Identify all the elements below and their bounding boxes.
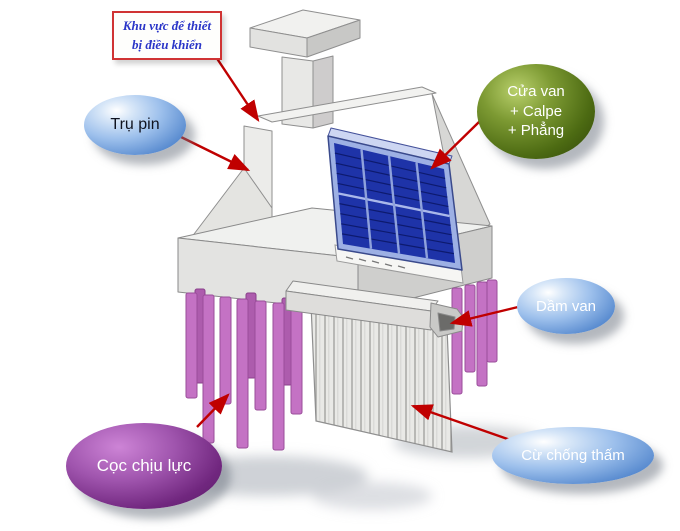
arrow-to-coc-chiu-luc: [196, 393, 230, 428]
cua-van-label-line1: Cửa van: [507, 83, 565, 101]
pile: [219, 296, 232, 405]
arrow-to-cua-van: [430, 120, 481, 170]
cua-van-label-line2: + Calpe: [509, 102, 563, 120]
pile: [290, 304, 303, 415]
piles-right: [451, 279, 498, 395]
pile: [236, 298, 249, 449]
sluice-gate: [327, 127, 463, 271]
coc-chiu-luc-label: Cọc chịu lực: [66, 423, 222, 509]
cua-van-label: Cửa van + Calpe + Phẳng: [477, 64, 595, 159]
control-area-label: Khu vực để thiết bị điều khiển: [112, 11, 222, 60]
ground-shadow: [168, 426, 543, 510]
cu-chong-tham-label: Cừ chống thấm: [492, 427, 654, 484]
tower-cap-right: [306, 19, 361, 58]
cua-van-label-line3: + Phẳng: [507, 122, 565, 140]
pile: [185, 292, 198, 399]
control-area-label-line1: Khu vực để thiết: [122, 17, 212, 33]
pile: [272, 302, 285, 451]
beam-front: [285, 290, 432, 331]
tower-stem-right: [312, 55, 334, 129]
gate-mullions: [360, 149, 429, 259]
pile: [486, 279, 498, 363]
cu-chong-tham-label-text: Cừ chống thấm: [521, 447, 625, 464]
arrow-to-tru-pin: [180, 135, 251, 172]
arrow-to-control-area: [213, 53, 260, 122]
arrow-to-dam-van: [449, 305, 519, 327]
tru-pin-label-text: Trụ pin: [110, 116, 160, 133]
pile: [254, 300, 267, 411]
coc-chiu-luc-label-text: Cọc chịu lực: [96, 456, 192, 475]
dam-van-label-text: Dầm van: [535, 297, 597, 315]
arrow-to-cu-chong-tham: [410, 404, 523, 446]
sill-markings: [345, 256, 406, 269]
pile: [451, 287, 463, 395]
callout-arrows: [180, 53, 523, 446]
tru-pin-label: Trụ pin: [84, 95, 186, 155]
wall-parapet-top: [257, 86, 437, 123]
dam-van-label: Dầm van: [517, 278, 615, 334]
pile: [464, 284, 476, 373]
control-area-label-line2: bị điều khiển: [131, 36, 203, 52]
pile: [476, 281, 488, 387]
